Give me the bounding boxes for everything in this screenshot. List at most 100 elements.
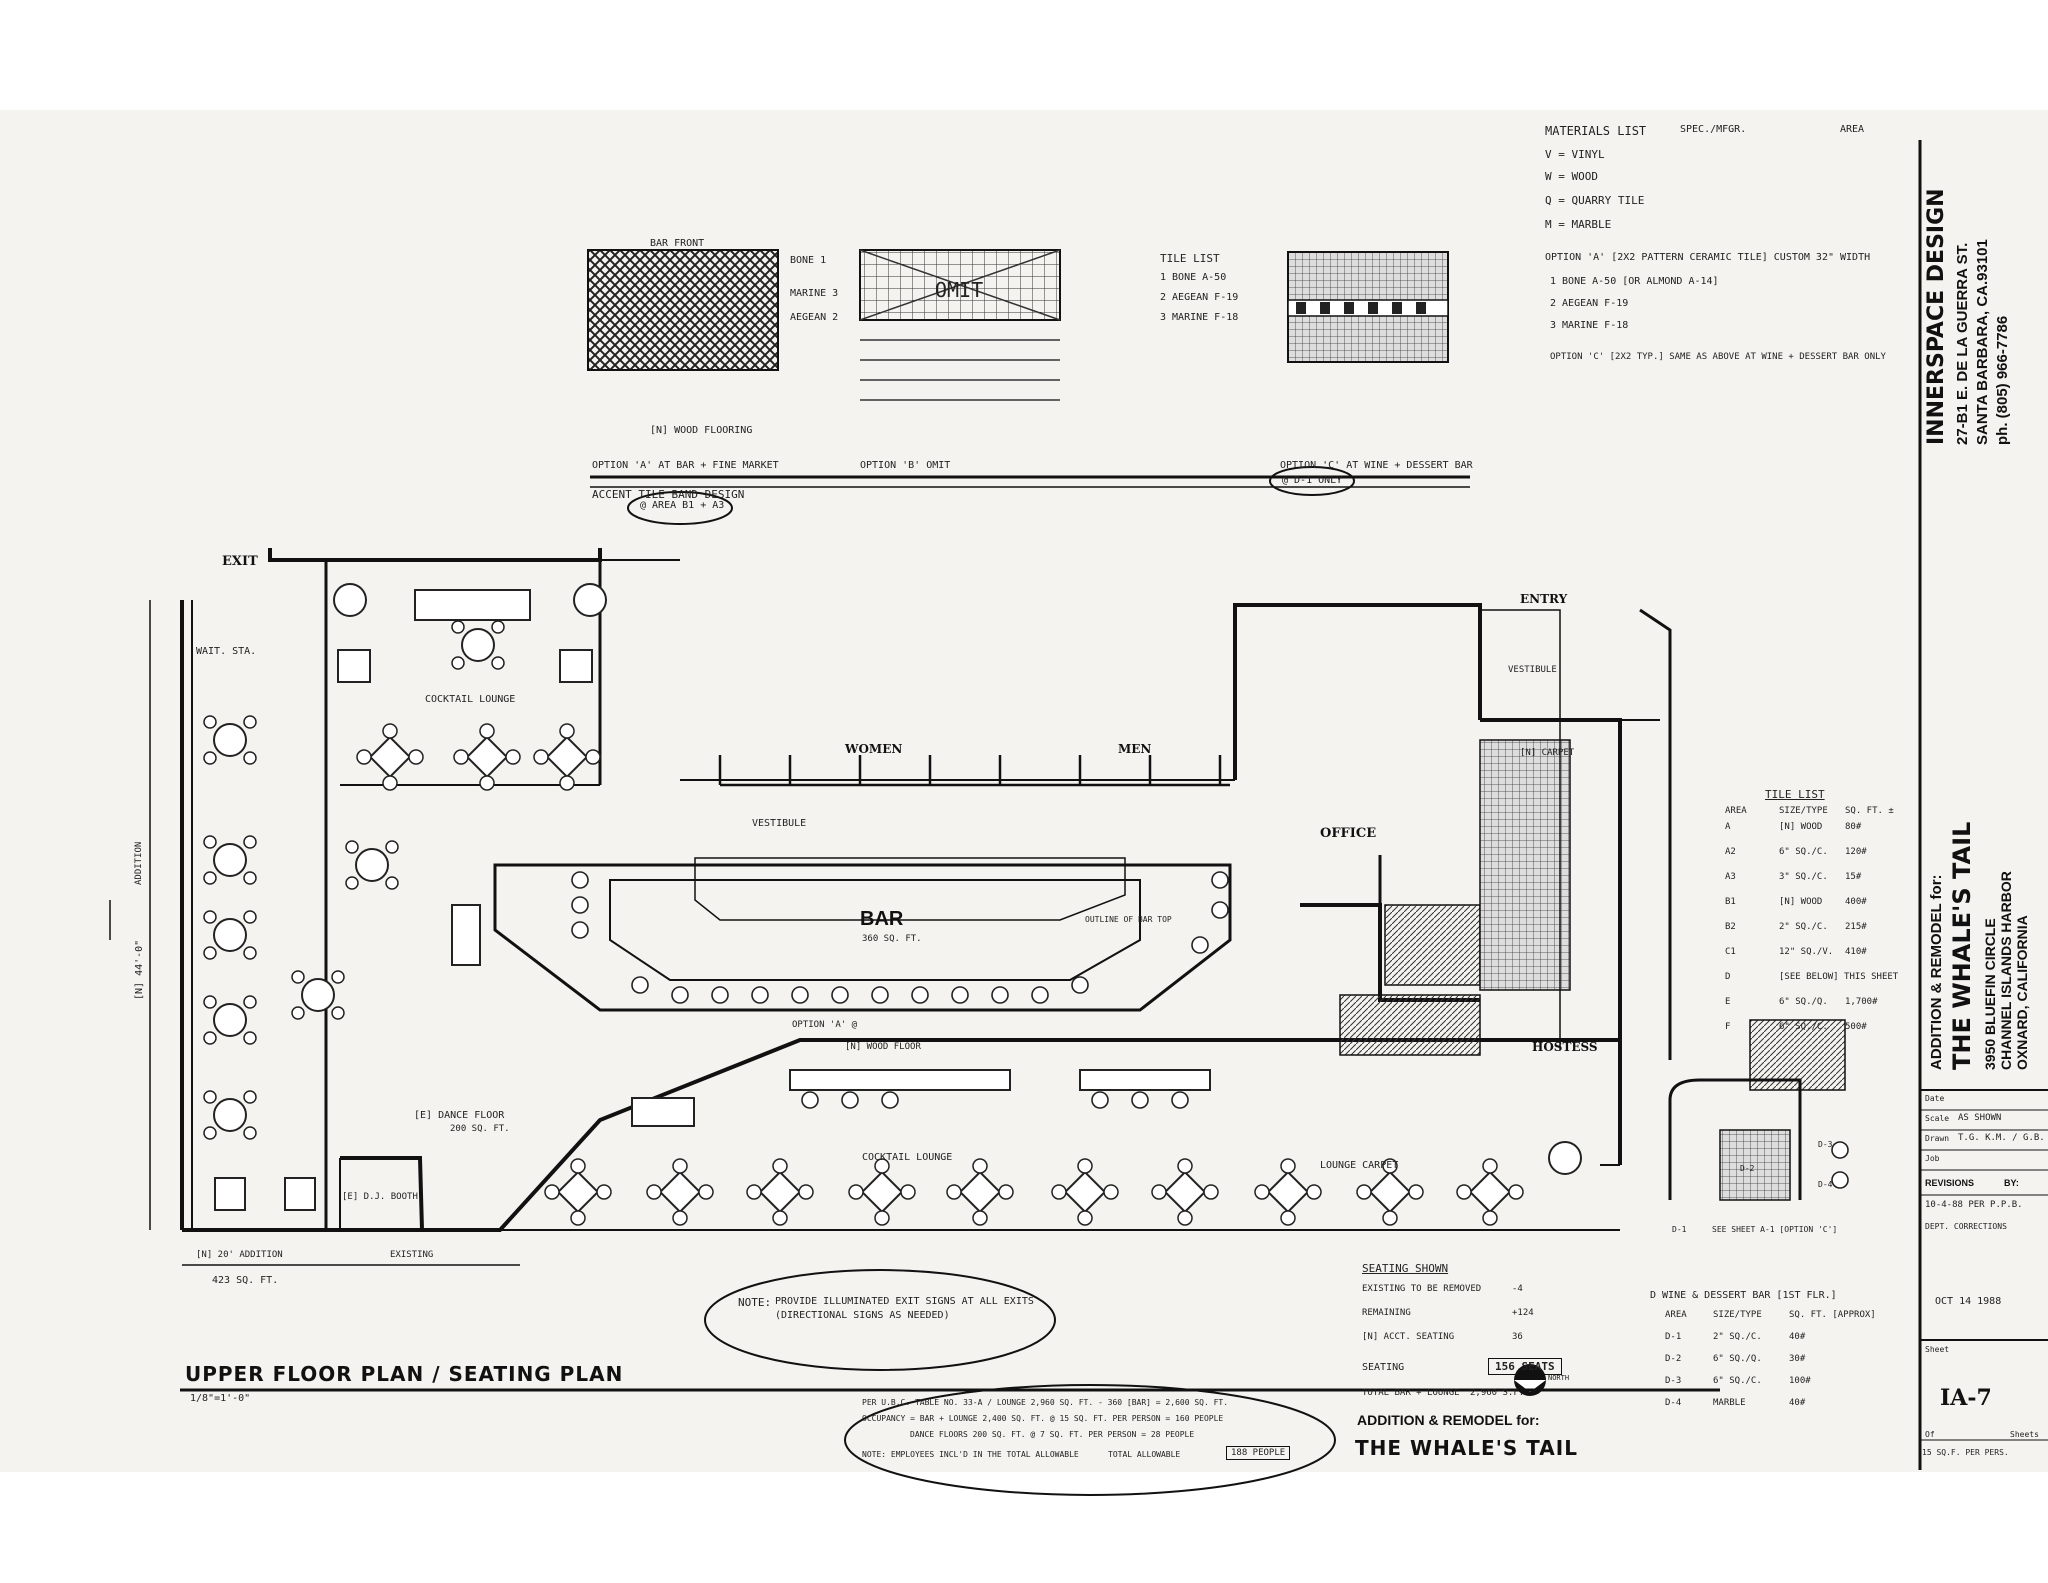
option-b-label: OPTION 'B' OMIT xyxy=(860,460,951,471)
ubc-note: NOTE: EMPLOYEES INCL'D IN THE TOTAL ALLO… xyxy=(862,1450,1079,1459)
scale-note: 1/8"=1'-0" xyxy=(190,1393,251,1404)
sheets-label: Sheets xyxy=(2010,1430,2039,1439)
materials-col-area: AREA xyxy=(1840,124,1865,135)
tile-list-top-item: 1 BONE A-50 xyxy=(1160,272,1227,283)
project-name: THE WHALE'S TAIL xyxy=(1948,821,1976,1070)
dj-booth-label: [E] D.J. BOOTH xyxy=(342,1192,418,1202)
upper-lounge-furniture xyxy=(333,583,607,791)
tile-panel-label: BONE 1 xyxy=(790,255,827,266)
tile-list-cell: 400# xyxy=(1845,897,1867,907)
note-label: NOTE: xyxy=(738,1296,772,1309)
revisions-by-label: BY: xyxy=(2004,1178,2019,1188)
wine-bar-detail xyxy=(1668,1078,1849,1201)
drawing-sheet xyxy=(0,110,2048,1472)
wine-bar-column-header: AREA xyxy=(1665,1310,1687,1320)
scale-value: AS SHOWN xyxy=(1958,1113,2002,1123)
tile-list-cell: B2 xyxy=(1725,922,1736,932)
wood-floor-label: [N] WOOD FLOOR xyxy=(845,1042,921,1052)
footer-project-line2: THE WHALE'S TAIL xyxy=(1355,1436,1578,1460)
carpet-label: [N] CARPET xyxy=(1520,748,1575,758)
tile-list-cell: 410# xyxy=(1845,947,1867,957)
scale-label: Scale xyxy=(1925,1114,1950,1123)
firm-name: INNERSPACE DESIGN xyxy=(1924,188,1949,445)
addition-sqft-label: 423 SQ. FT. xyxy=(212,1275,279,1286)
tile-list-cell: 120# xyxy=(1845,847,1867,857)
dance-floor-label: [E] DANCE FLOOR xyxy=(414,1110,505,1121)
project-address: 3950 BLUEFIN CIRCLE xyxy=(1982,918,1998,1070)
wine-bar-column-header: SQ. FT. [APPROX] xyxy=(1789,1310,1876,1320)
detail-label: D-3 xyxy=(1818,1140,1833,1149)
wait-station-label: WAIT. STA. xyxy=(196,646,257,657)
option-line xyxy=(590,466,1470,525)
men-label: MEN xyxy=(1118,742,1152,756)
stairs xyxy=(1339,608,1846,1091)
bar-outline xyxy=(493,857,1232,1012)
seating-total-label: SEATING xyxy=(1362,1362,1405,1373)
firm-address: SANTA BARBARA, CA.93101 xyxy=(1974,239,1991,445)
project-address: OXNARD, CALIFORNIA xyxy=(2014,915,2030,1070)
option-a-text: OPTION 'A' [2X2 PATTERN CERAMIC TILE] CU… xyxy=(1545,252,1871,263)
revisions-label: REVISIONS xyxy=(1925,1178,1975,1188)
lower-lounge-tables xyxy=(544,1069,1582,1226)
restroom-partitions xyxy=(718,755,1230,787)
drawn-label: Drawn xyxy=(1925,1134,1950,1143)
materials-item: M = MARBLE xyxy=(1545,218,1612,231)
outline-bar-label: OUTLINE OF BAR TOP xyxy=(1085,915,1172,924)
firm-address: 27-B1 E. DE LA GUERRA ST. xyxy=(1954,242,1971,445)
tile-list-cell: 12" SQ./V. xyxy=(1779,947,1834,957)
cloud-a-label: @ AREA B1 + A3 xyxy=(640,500,725,511)
option-a-item: 1 BONE A-50 [OR ALMOND A-14] xyxy=(1550,276,1719,287)
north-arrow xyxy=(1514,1364,1546,1396)
title-block-frame xyxy=(1918,140,2048,1470)
seating-area-label: TOTAL BAR + LOUNGE xyxy=(1362,1388,1460,1398)
ubc-line: DANCE FLOORS 200 SQ. FT. @ 7 SQ. FT. PER… xyxy=(910,1430,1195,1439)
tile-list-column-header: AREA xyxy=(1725,806,1747,816)
wine-bar-cell: 6" SQ./Q. xyxy=(1713,1354,1762,1364)
wine-bar-cell: 30# xyxy=(1789,1354,1806,1364)
option-a-at-label: OPTION 'A' @ xyxy=(792,1020,858,1030)
detail-label: D-4 xyxy=(1818,1180,1833,1189)
date-stamp: OCT 14 1988 xyxy=(1935,1296,2002,1307)
wine-bar-cell: 2" SQ./C. xyxy=(1713,1332,1762,1342)
materials-heading: MATERIALS LIST xyxy=(1545,124,1647,138)
date-label: Date xyxy=(1925,1094,1945,1103)
tile-list-top-heading: TILE LIST xyxy=(1160,252,1220,265)
tile-list-top-item: 3 MARINE F-18 xyxy=(1160,312,1239,323)
revision-entry: DEPT. CORRECTIONS xyxy=(1925,1222,2007,1231)
page-title: UPPER FLOOR PLAN / SEATING PLAN xyxy=(185,1362,624,1386)
women-label: WOMEN xyxy=(845,742,903,756)
dimension-44-label: [N] 44'-0" xyxy=(134,939,145,1000)
wine-bar-cell: D-4 xyxy=(1665,1398,1682,1408)
seating-cell: EXISTING TO BE REMOVED xyxy=(1362,1284,1482,1294)
option-a-item: 3 MARINE F-18 xyxy=(1550,320,1629,331)
hostess-label: HOSTESS xyxy=(1532,1040,1598,1054)
wine-bar-note: SEE SHEET A-1 [OPTION 'C'] xyxy=(1712,1225,1838,1234)
seating-cell: [N] ACCT. SEATING xyxy=(1362,1332,1455,1342)
tile-list-cell: E xyxy=(1725,997,1731,1007)
project-address: CHANNEL ISLANDS HARBOR xyxy=(1998,871,2014,1070)
materials-col-spec: SPEC./MFGR. xyxy=(1680,124,1747,135)
wine-bar-cell: 6" SQ./C. xyxy=(1713,1376,1762,1386)
tile-list-cell: A3 xyxy=(1725,872,1736,882)
building-walls xyxy=(180,548,1660,1232)
clouds xyxy=(704,1269,1336,1496)
revision-entry: 10-4-88 PER P.P.B. xyxy=(1925,1200,2023,1210)
ubc-total-value: 188 PEOPLE xyxy=(1226,1446,1291,1460)
existing-label: EXISTING xyxy=(390,1250,434,1260)
option-a-label: OPTION 'A' AT BAR + FINE MARKET xyxy=(592,460,779,471)
tile-list-cell: 6" SQ./Q. xyxy=(1779,997,1828,1007)
wine-bar-cell: D-2 xyxy=(1665,1354,1682,1364)
tile-list-cell: 3" SQ./C. xyxy=(1779,872,1828,882)
tile-list-cell: 1,700# xyxy=(1845,997,1878,1007)
option-c-label: OPTION 'C' AT WINE + DESSERT BAR xyxy=(1280,460,1473,471)
tile-list-cell: F xyxy=(1725,1022,1731,1032)
seating-cell: 36 xyxy=(1512,1332,1523,1342)
vestibule-label: VESTIBULE xyxy=(752,818,807,829)
seating-cell: -4 xyxy=(1512,1284,1523,1294)
tile-list-cell: 500# xyxy=(1845,1022,1867,1032)
tile-list-cell: 80# xyxy=(1845,822,1862,832)
sheet-label: Sheet xyxy=(1925,1345,1950,1354)
tile-list-right-heading: TILE LIST xyxy=(1765,788,1825,801)
tile-panel-label: MARINE 3 xyxy=(790,288,839,299)
